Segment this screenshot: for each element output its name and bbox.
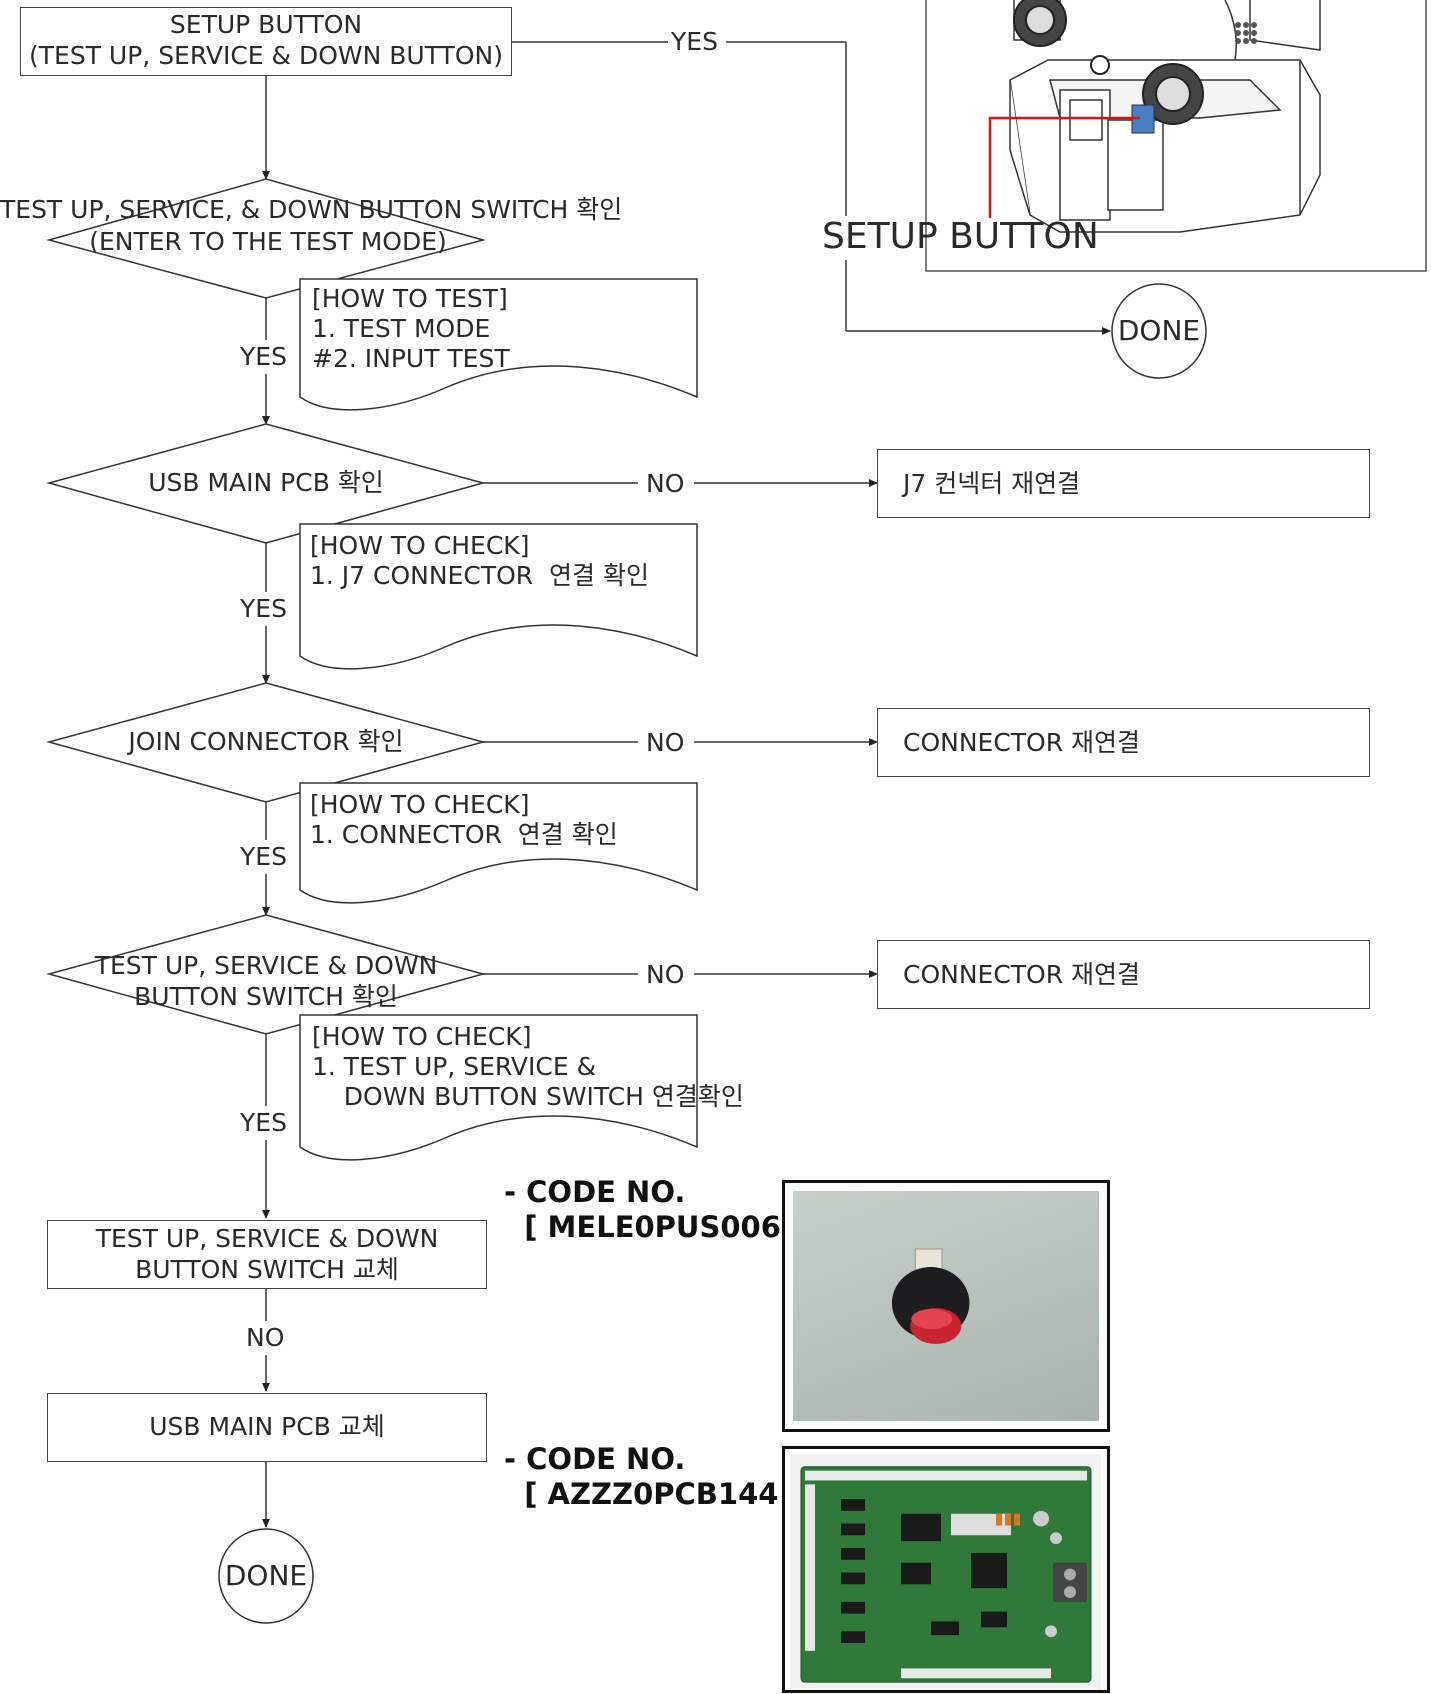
switch-photo <box>782 1180 1110 1432</box>
no-label-1: NO <box>646 468 684 499</box>
decision-button-switch-line1: TEST UP, SERVICE & DOWN <box>49 950 483 981</box>
no-label-3: NO <box>646 959 684 990</box>
no-label-2: NO <box>646 727 684 758</box>
fix-j7-label: J7 컨넥터 재연결 <box>903 468 1080 499</box>
note-check-switch: [HOW TO CHECK] 1. TEST UP, SERVICE & DOW… <box>312 1022 744 1112</box>
fix-connector-label-2: CONNECTOR 재연결 <box>903 959 1140 990</box>
pcb-photo <box>782 1446 1110 1693</box>
note-how-to-test: [HOW TO TEST] 1. TEST MODE #2. INPUT TES… <box>312 284 510 374</box>
decision-join-connector: JOIN CONNECTOR 확인 <box>49 726 483 757</box>
yes-label-4: YES <box>240 1107 287 1138</box>
replace-switch-line2: BUTTON SWITCH 교체 <box>47 1254 487 1285</box>
pcb-code-number: - CODE NO. [ AZZZ0PCB144 ] <box>504 1442 802 1512</box>
yes-label-top: YES <box>671 26 718 57</box>
decision-test-mode-line1: TEST UP, SERVICE, & DOWN BUTTON SWITCH 확… <box>0 194 580 225</box>
replace-pcb-label: USB MAIN PCB 교체 <box>47 1411 487 1442</box>
decision-button-switch-line2: BUTTON SWITCH 확인 <box>49 981 483 1012</box>
setup-button-caption: SETUP BUTTON <box>822 216 1099 258</box>
yes-label-1: YES <box>240 341 287 372</box>
done-top: DONE <box>1112 315 1206 346</box>
replace-switch-line1: TEST UP, SERVICE & DOWN <box>47 1223 487 1254</box>
pcb-board-icon <box>791 1455 1101 1690</box>
switch-code-number: - CODE NO. [ MELE0PUS006 ] <box>504 1175 804 1245</box>
push-button-icon <box>793 1191 1099 1421</box>
no-label-4: NO <box>246 1322 284 1353</box>
done-bottom: DONE <box>219 1560 313 1591</box>
decision-test-mode-line2: (ENTER TO THE TEST MODE) <box>0 226 536 257</box>
yes-label-3: YES <box>240 841 287 872</box>
note-check-j7: [HOW TO CHECK] 1. J7 CONNECTOR 연결 확인 <box>310 531 649 591</box>
setup-button-subtitle: (TEST UP, SERVICE & DOWN BUTTON) <box>20 40 512 71</box>
note-check-connector: [HOW TO CHECK] 1. CONNECTOR 연결 확인 <box>310 790 618 850</box>
decision-usb-main-pcb: USB MAIN PCB 확인 <box>49 467 483 498</box>
yes-label-2: YES <box>240 593 287 624</box>
setup-button-title: SETUP BUTTON <box>20 9 512 40</box>
fix-connector-label-1: CONNECTOR 재연결 <box>903 727 1140 758</box>
